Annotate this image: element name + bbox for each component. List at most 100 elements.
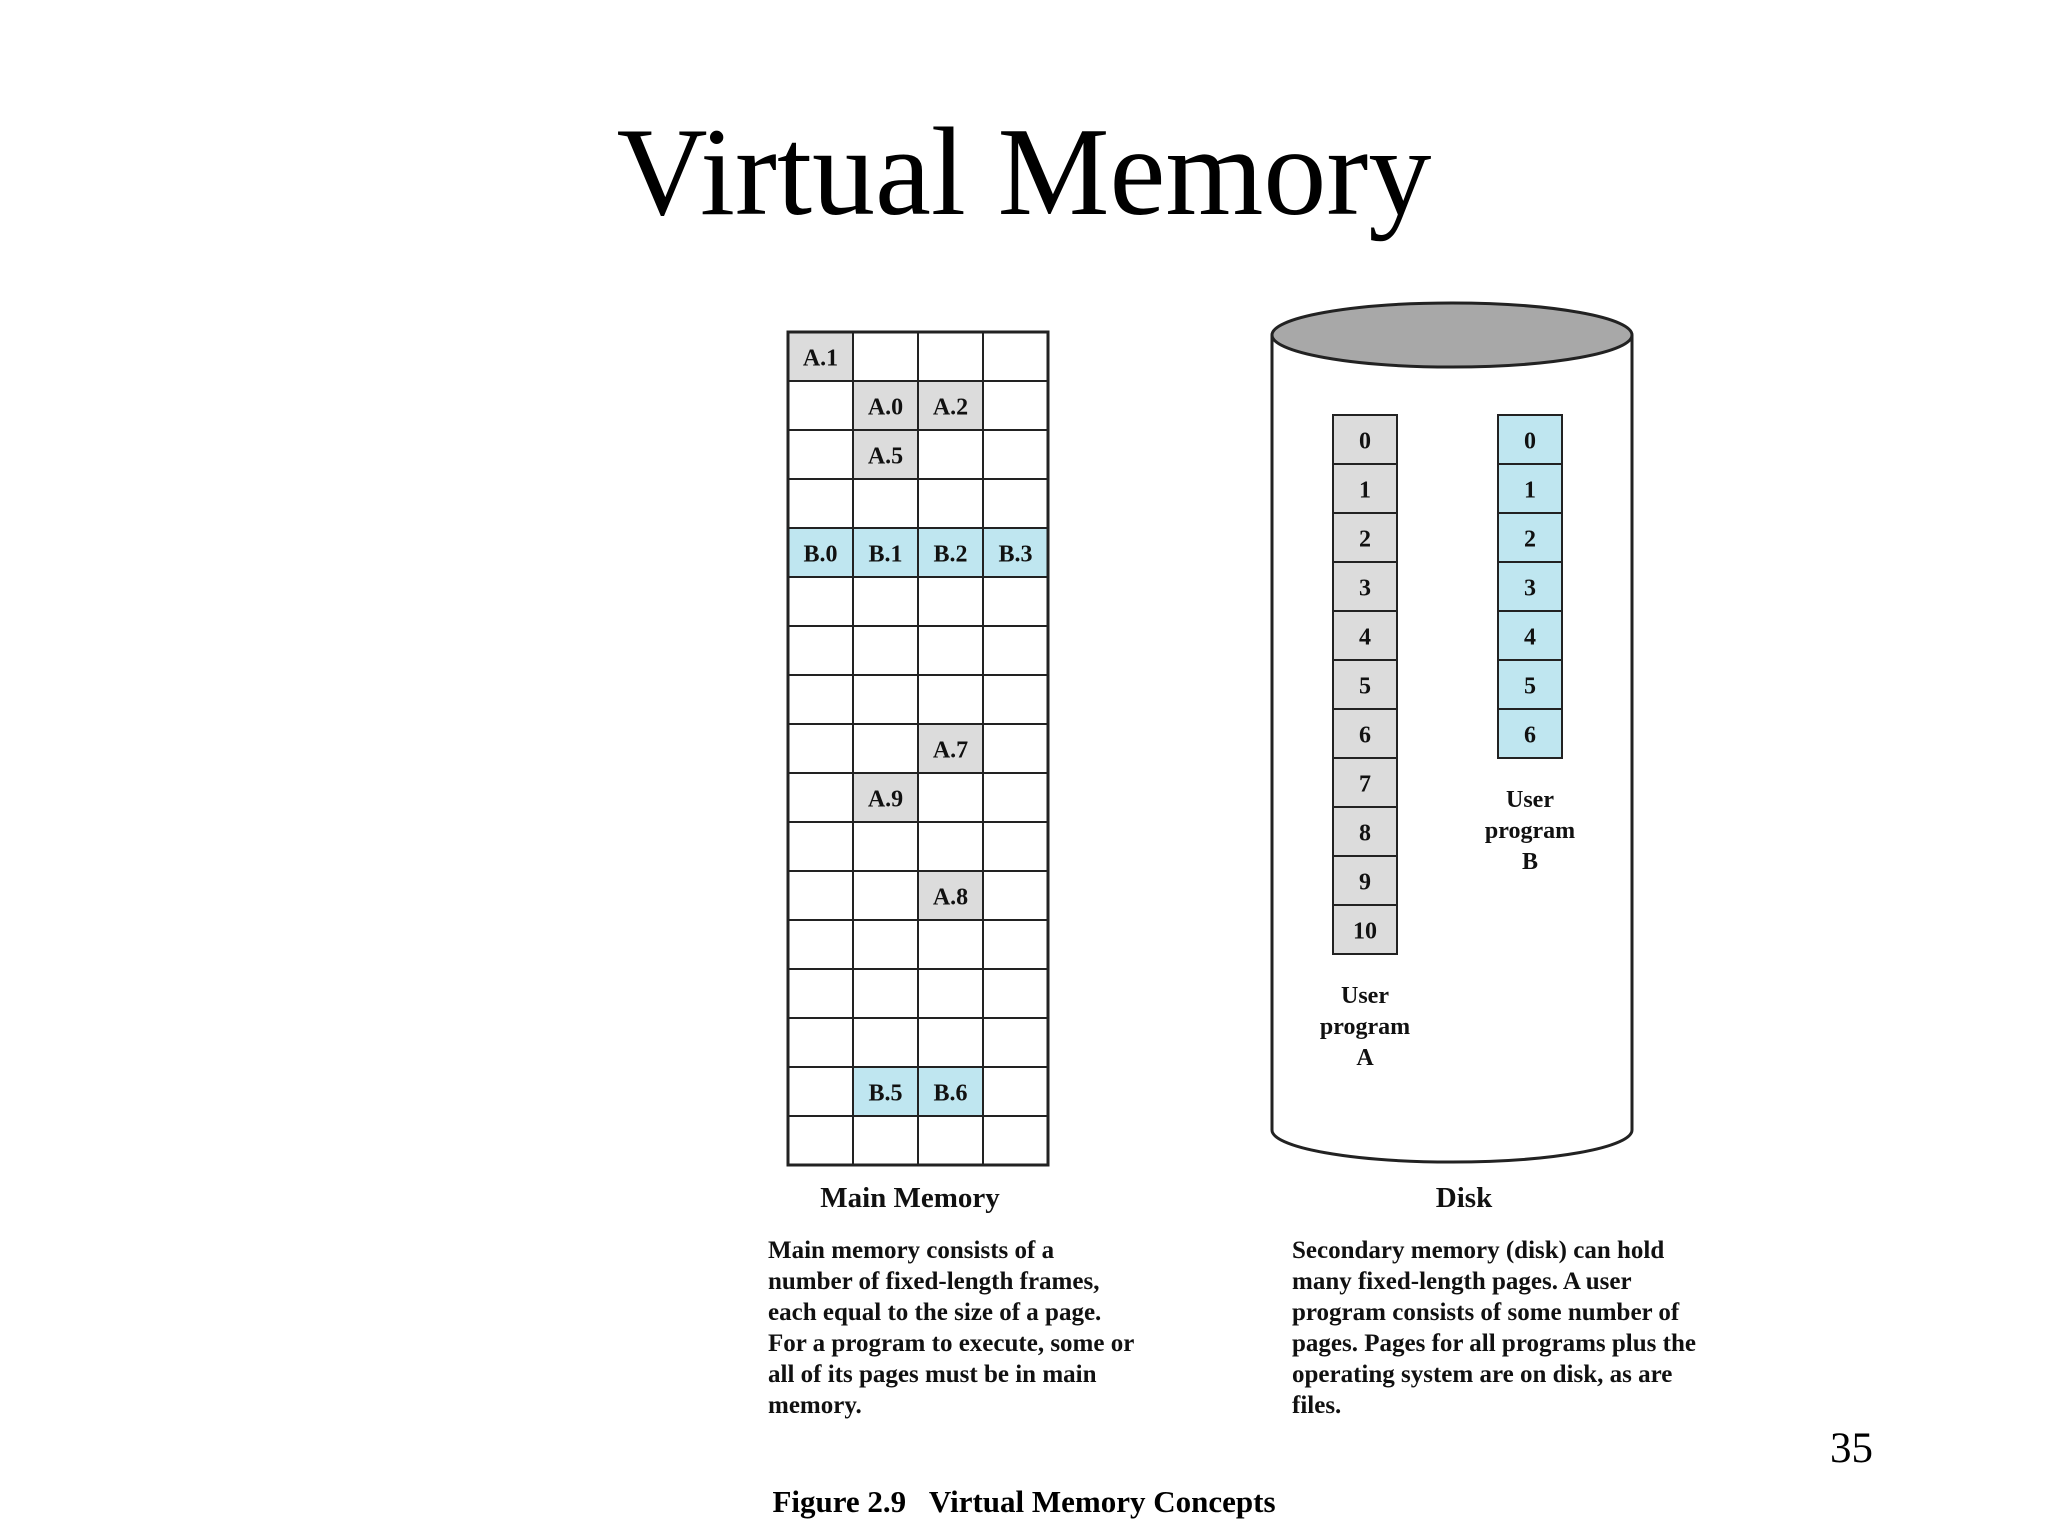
memory-frame-label: A.5 [868,444,903,470]
disk-page-number: 1 [1359,478,1371,504]
memory-frame [917,968,984,1019]
disk-label: Disk [1436,1182,1493,1214]
memory-frame [787,380,854,431]
memory-frame-label: A.0 [868,395,903,421]
memory-frame [982,331,1049,382]
memory-frame [982,429,1049,480]
memory-frame [787,478,854,529]
disk-page-number: 3 [1359,576,1371,602]
memory-frame [852,576,919,627]
memory-frame [852,968,919,1019]
memory-frame [982,919,1049,970]
memory-frame-label: A.9 [868,787,903,813]
memory-frame [917,1115,984,1166]
disk-page [1497,414,1563,465]
memory-frame [852,821,919,872]
memory-frame [982,1066,1049,1117]
memory-frame [852,478,919,529]
page-number: 35 [1830,1425,1873,1472]
disk-page [1497,708,1563,759]
disk-page-number: 6 [1524,723,1536,749]
slide-title: Virtual Memory [616,103,1432,242]
memory-frame [917,1066,984,1117]
memory-frame [787,429,854,480]
program-label-line: program [1320,1014,1410,1040]
disk-page-number: 10 [1353,919,1377,945]
memory-frame [787,772,854,823]
memory-frame [917,625,984,676]
main-memory-label: Main Memory [820,1182,1000,1214]
memory-frame [852,1017,919,1068]
memory-frame [787,674,854,725]
memory-frame [852,723,919,774]
disk-page [1332,561,1398,612]
memory-frame [917,429,984,480]
memory-frame [787,723,854,774]
disk-page [1332,904,1398,955]
memory-frame [852,527,919,578]
memory-frame [917,478,984,529]
memory-frame [852,429,919,480]
program-label-line: User [1506,787,1554,813]
memory-frame [787,968,854,1019]
disk-page-number: 5 [1359,674,1371,700]
memory-frame [917,772,984,823]
memory-frame [982,625,1049,676]
program-label-line: User [1341,983,1389,1009]
memory-frame [787,1066,854,1117]
memory-frame [982,870,1049,921]
disk-page [1497,512,1563,563]
memory-frame [982,1115,1049,1166]
memory-frame [917,380,984,431]
disk-page-number: 8 [1359,821,1371,847]
disk-page [1332,463,1398,514]
memory-frame [917,576,984,627]
disk-page [1332,610,1398,661]
disk-top [1270,301,1634,369]
memory-frame [917,919,984,970]
disk-page-number: 2 [1524,527,1536,553]
program-label-line: B [1522,849,1538,875]
disk-page-number: 1 [1524,478,1536,504]
memory-frame [982,1017,1049,1068]
memory-frame [982,527,1049,578]
program-label-line: program [1485,818,1575,844]
disk-page-number: 4 [1524,625,1536,651]
figure-caption: Figure 2.9 Virtual Memory Concepts [772,1484,1276,1519]
memory-frame [787,870,854,921]
memory-frame-label: B.0 [803,542,837,568]
disk-page [1497,610,1563,661]
memory-frame [917,1017,984,1068]
memory-frame [982,478,1049,529]
memory-frame [787,576,854,627]
memory-frame [982,968,1049,1019]
disk-page-number: 2 [1359,527,1371,553]
memory-frame [852,380,919,431]
memory-frame [982,674,1049,725]
memory-frame [852,919,919,970]
memory-frame [787,919,854,970]
disk-page [1497,659,1563,710]
disk-page-number: 5 [1524,674,1536,700]
memory-frame [852,625,919,676]
disk-page-number: 3 [1524,576,1536,602]
disk-page-number: 4 [1359,625,1371,651]
memory-frame-label: A.7 [933,738,968,764]
memory-frame-label: B.6 [933,1081,967,1107]
disk-page [1497,561,1563,612]
memory-frame [982,576,1049,627]
memory-frame [917,821,984,872]
memory-frame [982,821,1049,872]
memory-frame [852,1115,919,1166]
disk-page-number: 6 [1359,723,1371,749]
memory-frame [917,674,984,725]
memory-frame-label: A.1 [803,346,838,372]
memory-frame [852,331,919,382]
memory-frame-label: A.2 [933,395,968,421]
disk-page [1332,414,1398,465]
main-memory-description: Main memory consists of a number of fixe… [768,1237,1134,1419]
